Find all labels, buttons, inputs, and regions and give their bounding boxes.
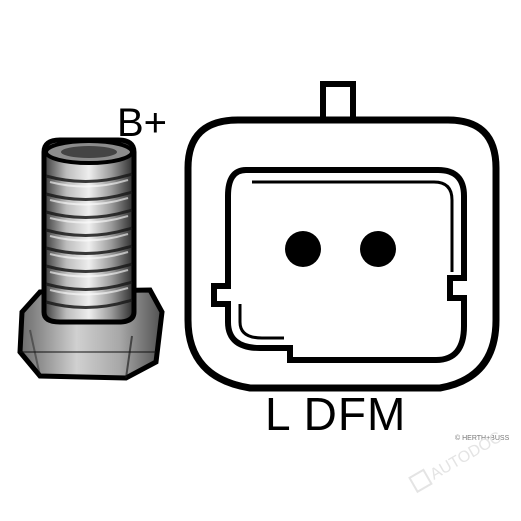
connector-housing (184, 81, 500, 392)
b-plus-label: B+ (117, 101, 167, 145)
terminal-codes-label: L DFM (265, 388, 406, 440)
socket-inner-wall (252, 180, 454, 272)
socket-cavity-outline (211, 167, 467, 363)
b-plus-stud-terminal (17, 137, 165, 381)
copyright-mark: © HERTH+BUSS (455, 434, 510, 442)
thread-grooves (45, 172, 133, 309)
terminal-pin-l (285, 231, 321, 267)
terminal-pin-dfm (360, 231, 396, 267)
locking-tab (320, 81, 356, 118)
housing-outer-shell (184, 116, 500, 392)
